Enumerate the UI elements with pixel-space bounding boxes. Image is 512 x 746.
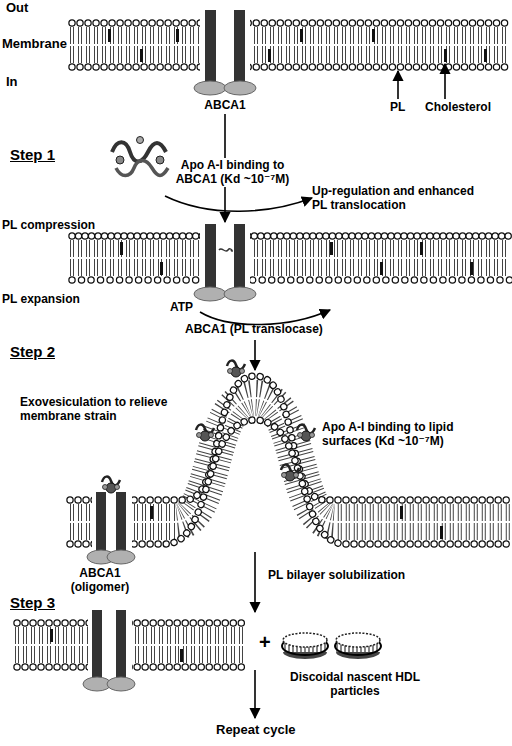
bilayer-midline [70, 257, 510, 259]
protein-gap [88, 610, 132, 680]
cycle-label: Repeat cycle [216, 722, 296, 738]
abca1-domain [224, 81, 256, 95]
lipid-heads [72, 21, 510, 26]
protein-label: ABCA1 (oligomer) [60, 566, 140, 595]
cholesterol-mark [400, 506, 403, 519]
apoa1-domain [156, 156, 164, 164]
cholesterol-mark [420, 242, 423, 255]
process-note: Up-regulation and enhanced PL translocat… [312, 184, 484, 213]
abca1-domain [194, 81, 226, 95]
bilayer-midline [70, 44, 510, 46]
cholesterol-mark [120, 242, 123, 255]
flow-arrow [254, 552, 256, 612]
hdl-disc [336, 633, 380, 647]
step-heading: Step 3 [10, 594, 55, 612]
abca1-transmembrane [234, 224, 245, 288]
apoa1-molecule [297, 425, 315, 441]
apoa1-molecule [281, 465, 299, 481]
bilayer-midline [70, 398, 510, 522]
side-label: PL expansion [2, 292, 80, 306]
cholesterol-mark [176, 29, 179, 42]
protein-gap [200, 224, 250, 288]
abca1-transmembrane [205, 224, 216, 288]
product-label: Discoidal nascent HDL particles [275, 670, 435, 699]
cholesterol-mark [444, 49, 447, 62]
part-label: PL [390, 100, 405, 114]
step-heading: Step 1 [10, 146, 55, 164]
cholesterol-mark [160, 262, 163, 275]
process-note: Apo A-I binding to lipid surfaces (Kd ~1… [322, 420, 497, 449]
abca1-transmembrane [92, 610, 102, 678]
abca1-transmembrane [234, 10, 245, 82]
side-label: Membrane [2, 36, 67, 52]
side-label: Out [6, 0, 28, 16]
lipid-heads [72, 276, 510, 284]
lipid-heads [70, 420, 510, 544]
flow-arrow [254, 670, 256, 718]
lipid-heads [70, 420, 510, 544]
cholesterol-mark [380, 262, 383, 275]
cholesterol-mark [440, 526, 443, 539]
protein-gap [200, 8, 250, 84]
apoa1-domain [137, 137, 144, 144]
lipid-tails [70, 240, 510, 276]
side-label: PL compression [2, 218, 95, 232]
lipid-heads [72, 19, 510, 27]
apoa1-molecule [196, 425, 214, 441]
lipid-heads [70, 376, 510, 500]
apoa1-molecule [227, 361, 245, 377]
protein-label: ABCA1 [195, 98, 255, 112]
lipid-heads [70, 376, 510, 500]
abca1-transmembrane [116, 610, 126, 678]
abca1-transmembrane [205, 10, 216, 82]
lipid-tails [70, 398, 510, 522]
protein-gap [92, 492, 132, 552]
abca1-domain [194, 287, 226, 301]
step-heading: Step 2 [10, 343, 55, 361]
hdl-disc [283, 633, 327, 647]
part-label: Cholesterol [425, 100, 491, 114]
lipid-heads [72, 234, 510, 239]
binding-mark [219, 249, 232, 251]
cholesterol-mark [150, 506, 153, 519]
cholesterol-mark [330, 242, 333, 255]
plus-sign: + [259, 630, 271, 654]
process-arrow [165, 196, 312, 211]
cholesterol-mark [108, 29, 111, 42]
pointer-arrow [444, 64, 446, 99]
pointer-arrow [397, 71, 399, 99]
apoa1-domain [116, 156, 124, 164]
cholesterol-mark [372, 29, 375, 42]
lipid-heads [72, 278, 510, 283]
side-label: In [6, 74, 18, 90]
cholesterol-mark [50, 629, 53, 642]
process-note: Exovesiculation to relieve membrane stra… [20, 395, 180, 424]
cholesterol-mark [484, 49, 487, 62]
lipid-heads [72, 232, 510, 240]
protein-label: ABCA1 (PL translocase) [185, 322, 323, 336]
abca1-domain [107, 550, 135, 564]
abca1-transmembrane [96, 492, 106, 552]
cholesterol-mark [180, 649, 183, 662]
abca1-domain [107, 677, 135, 691]
process-note: Apo A-I binding to ABCA1 (Kd ~10⁻⁷M) [170, 158, 295, 187]
process-note: PL bilayer solubilization [268, 568, 405, 582]
cholesterol-mark [268, 49, 271, 62]
cholesterol-mark [140, 49, 143, 62]
process-note: ATP [170, 300, 193, 314]
cholesterol-mark [470, 262, 473, 275]
lipid-tails [70, 27, 510, 63]
abca1-transmembrane [116, 492, 126, 552]
abca1-domain [224, 287, 256, 301]
flow-arrow [254, 340, 256, 370]
apoa1-molecule [102, 477, 120, 493]
cholesterol-mark [300, 29, 303, 42]
